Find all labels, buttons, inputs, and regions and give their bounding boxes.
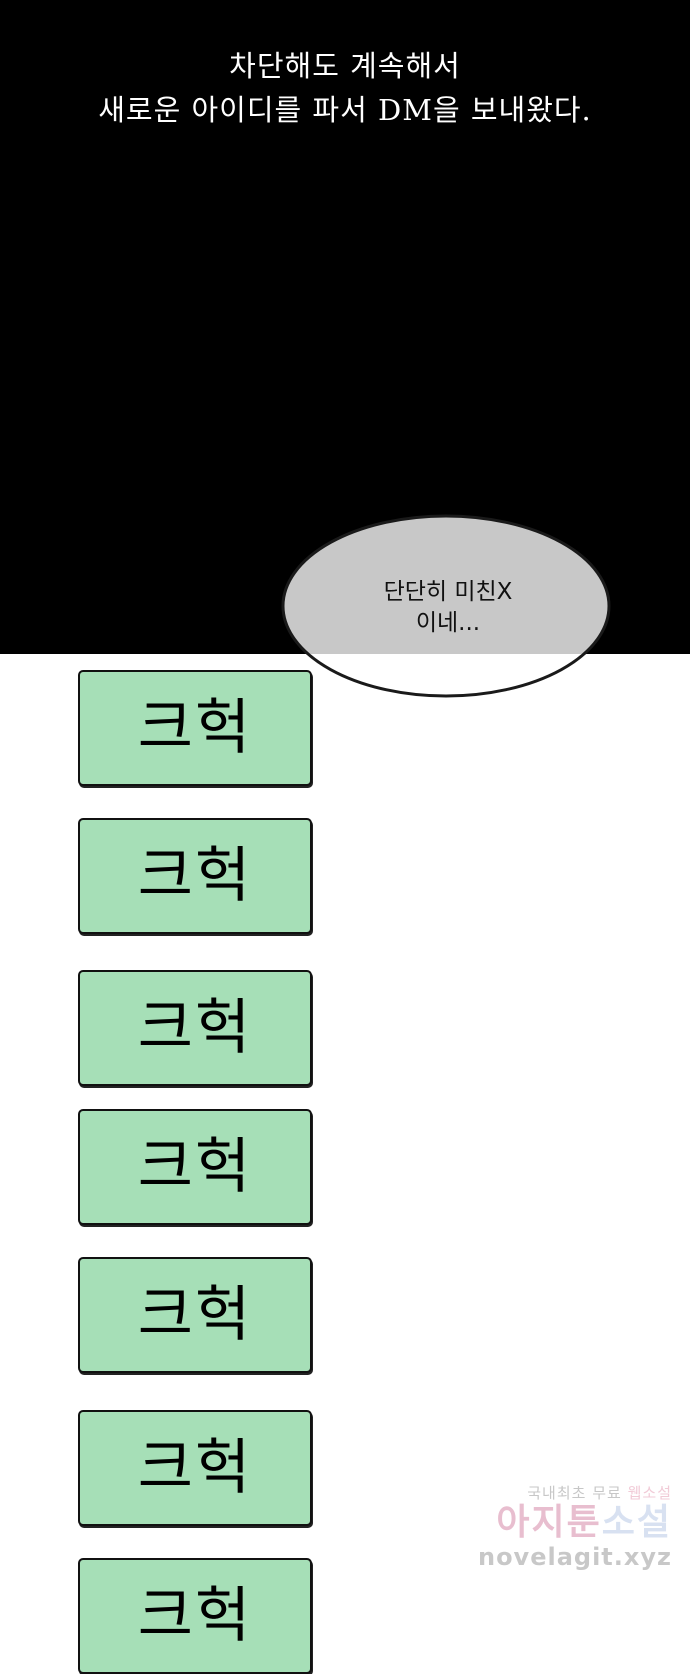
sfx-text: 크헉: [137, 993, 253, 1063]
sfx-text: 크헉: [137, 1433, 253, 1503]
sfx-box: 크헉: [78, 1257, 312, 1373]
sfx-text: 크헉: [137, 1581, 253, 1651]
sfx-box: 크헉: [78, 818, 312, 934]
caption-line-1: 차단해도 계속해서: [229, 49, 461, 83]
watermark-url: novelagit.xyz: [477, 1543, 672, 1571]
speech-bubble-text: 단단히 미친X 이네...: [280, 577, 616, 639]
narration-caption: 차단해도 계속해서 새로운 아이디를 파서 DM을 보내왔다.: [0, 44, 690, 132]
sfx-box: 크헉: [78, 1109, 312, 1225]
watermark-tagline: 국내최초 무료 웹소설: [527, 1484, 672, 1502]
sfx-text: 크헉: [137, 841, 253, 911]
speech-bubble: 단단히 미친X 이네...: [280, 511, 616, 703]
watermark-logo-text: 아지툰소설: [496, 1502, 672, 1543]
sfx-text: 크헉: [137, 1132, 253, 1202]
site-watermark: 국내최초 무료 웹소설 아지툰소설 novelagit.xyz: [462, 1482, 672, 1571]
sfx-box: 크헉: [78, 1410, 312, 1526]
sfx-text: 크헉: [137, 1280, 253, 1350]
sfx-box: 크헉: [78, 1558, 312, 1674]
sfx-box: 크헉: [78, 970, 312, 1086]
speech-bubble-shape: [281, 514, 611, 698]
caption-line-2: 새로운 아이디를 파서 DM을 보내왔다.: [98, 93, 592, 127]
bubble-line-2: 이네...: [415, 610, 481, 636]
sfx-text: 크헉: [137, 693, 253, 763]
sfx-box: 크헉: [78, 670, 312, 786]
bubble-line-1: 단단히 미친X: [383, 579, 513, 605]
